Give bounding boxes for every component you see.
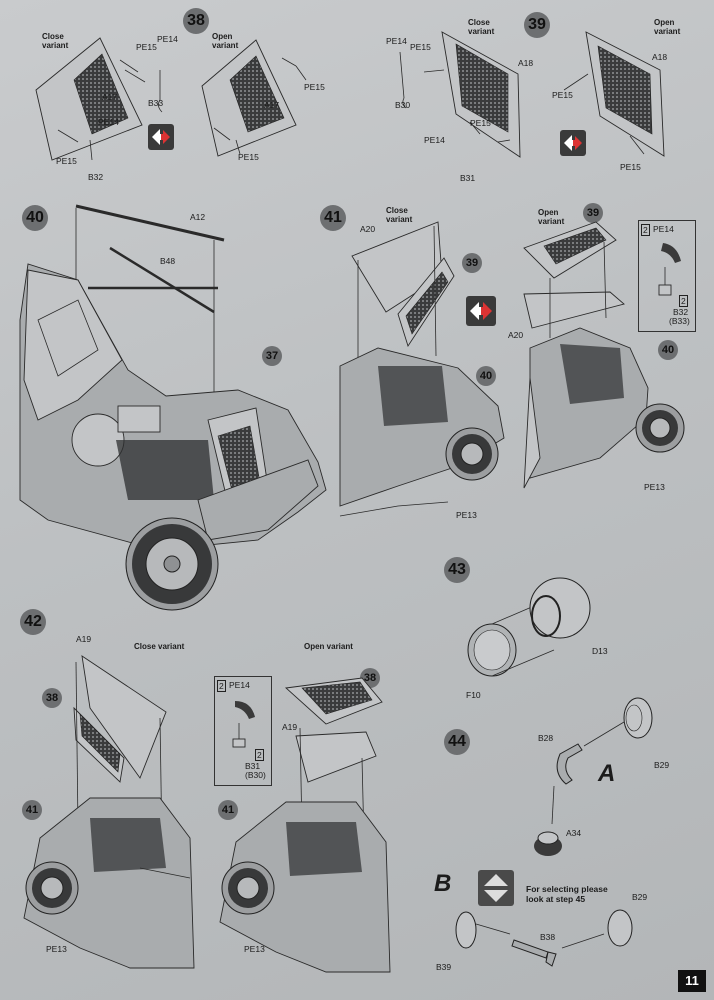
page-number: 11: [678, 970, 706, 992]
step-43-headlight-drawing: [467, 577, 591, 677]
flip-direction-icon: [560, 130, 586, 156]
step-38-label-b33: B33: [148, 98, 164, 108]
step-41-detail-label-b32: B32: [673, 307, 689, 317]
step-40-car-engine-drawing: [19, 204, 327, 611]
step-41-close-variant-title: Close variant: [386, 206, 413, 224]
step-39-open-label-pe15-lower: PE15: [620, 162, 641, 172]
step-41-ref-40: 40: [476, 366, 496, 386]
step-43-badge: 43: [444, 557, 470, 583]
step-38-label-pe15-lower: PE15: [56, 156, 77, 166]
step-39-label-pe15-lower: PE15: [470, 118, 491, 128]
step-41-ref-39: 39: [462, 253, 482, 273]
step-44-badge: 44: [444, 729, 470, 755]
step-42-open-ref-41: 41: [218, 800, 238, 820]
step-42-detail-label-b31: B31: [245, 761, 261, 771]
step-38-label-a17: A17: [102, 92, 118, 102]
flip-direction-icon: [466, 296, 496, 326]
step-41-detail-box: 2 PE14 2 B32 (B33): [638, 220, 696, 332]
quantity-badge: 2: [641, 224, 650, 236]
bolt-part-icon: [232, 701, 255, 748]
step-39-label-a18: A18: [518, 58, 534, 68]
step-41-label-pe13: PE13: [456, 510, 477, 520]
step-39-label-pe15: PE15: [410, 42, 431, 52]
step-38-open-grille-drawing: [201, 39, 307, 157]
step-42-label-pe13: PE13: [46, 944, 67, 954]
step-41-detail-label-b33: (B33): [669, 316, 690, 326]
step-39-label-pe14: PE14: [386, 36, 407, 46]
step-42-detail-label-b30: (B30): [245, 770, 266, 780]
step-39-label-pe14-lower: PE14: [424, 135, 445, 145]
flip-direction-icon: [148, 124, 174, 150]
quantity-badge: 2: [255, 749, 264, 761]
step-38-label-b32: B32: [88, 172, 104, 182]
step-39-close-variant-title: Close variant: [468, 18, 495, 36]
step-42-ref-41: 41: [22, 800, 42, 820]
quantity-badge: 2: [217, 680, 226, 692]
step-38-open-label-pe15-lower: PE15: [238, 152, 259, 162]
step-43-label-d13: D13: [592, 646, 608, 656]
step-39-open-grille-drawing: [563, 31, 665, 157]
quantity-badge: 2: [679, 295, 688, 307]
step-38-close-variant-title: Close variant: [42, 32, 69, 50]
step-41-badge: 41: [320, 205, 346, 231]
step-44-mirror-a-drawing: [534, 697, 653, 856]
step-41-label-a20: A20: [360, 224, 376, 234]
step-39-close-grille-drawing: [399, 31, 521, 158]
step-42-detail-label-pe14: PE14: [229, 680, 250, 690]
step-41-open-label-a20: A20: [508, 330, 524, 340]
step-44-label-b29-b: B29: [632, 892, 648, 902]
step-38-label-pe14: PE14: [157, 34, 178, 44]
step-44-selection-note: For selecting please look at step 45: [526, 884, 608, 904]
step-41-open-ref-39: 39: [583, 203, 603, 223]
step-38-open-label-pe15-upper: PE15: [304, 82, 325, 92]
step-38-open-label-a17: A17: [264, 100, 280, 110]
step-38-badge: 38: [183, 8, 209, 34]
step-42-label-a19: A19: [76, 634, 92, 644]
step-44-label-b38: B38: [540, 932, 556, 942]
step-41-open-wheel-drawing: [635, 403, 685, 453]
step-41-open-ref-40: 40: [658, 340, 678, 360]
step-44-variant-b: B: [434, 870, 452, 897]
step-42-detail-box: 2 PE14 2 B31 (B30): [214, 676, 272, 786]
step-44-mirror-b-drawing: [455, 909, 633, 967]
step-39-open-variant-title: Open variant: [654, 18, 681, 36]
step-42-open-variant-title: Open variant: [304, 642, 353, 651]
step-39-open-label-pe15-upper: PE15: [552, 90, 573, 100]
step-39-label-b30: B30: [395, 100, 411, 110]
step-42-open-label-pe13: PE13: [244, 944, 265, 954]
step-42-badge: 42: [20, 609, 46, 635]
step-40-label-a12: A12: [190, 212, 206, 222]
step-42-open-label-a19: A19: [282, 722, 298, 732]
step-42-close-variant-title: Close variant: [134, 642, 185, 651]
step-44-label-b29: B29: [654, 760, 670, 770]
step-39-label-b31: B31: [460, 173, 476, 183]
step-38-label-pe14-lower: PE14: [98, 117, 119, 127]
step-40-badge: 40: [22, 205, 48, 231]
step-43-label-f10: F10: [466, 690, 481, 700]
step-42-ref-38: 38: [42, 688, 62, 708]
step-41-close-hood-drawing: [339, 221, 505, 517]
step-39-open-label-a18: A18: [652, 52, 668, 62]
step-39-badge: 39: [524, 12, 550, 38]
step-41-open-variant-title: Open variant: [538, 208, 565, 226]
step-40-ref-37: 37: [262, 346, 282, 366]
step-44-label-b28: B28: [538, 733, 554, 743]
bolt-part-icon: [658, 243, 681, 296]
step-44-label-b39: B39: [436, 962, 452, 972]
step-40-label-b48: B48: [160, 256, 176, 266]
step-42-close-hood-drawing: [23, 655, 195, 969]
step-41-open-label-pe13: PE13: [644, 482, 665, 492]
step-41-open-hood-drawing: [523, 221, 649, 489]
step-41-detail-label-pe14: PE14: [653, 224, 674, 234]
step-38-close-grille-drawing: [35, 37, 163, 161]
up-down-arrow-icon: [478, 870, 514, 906]
step-38-label-pe15: PE15: [136, 42, 157, 52]
step-44-label-a34: A34: [566, 828, 582, 838]
step-42-open-hood-drawing: [219, 677, 391, 973]
step-38-open-variant-title: Open variant: [212, 32, 239, 50]
step-44-variant-a: A: [598, 760, 616, 787]
